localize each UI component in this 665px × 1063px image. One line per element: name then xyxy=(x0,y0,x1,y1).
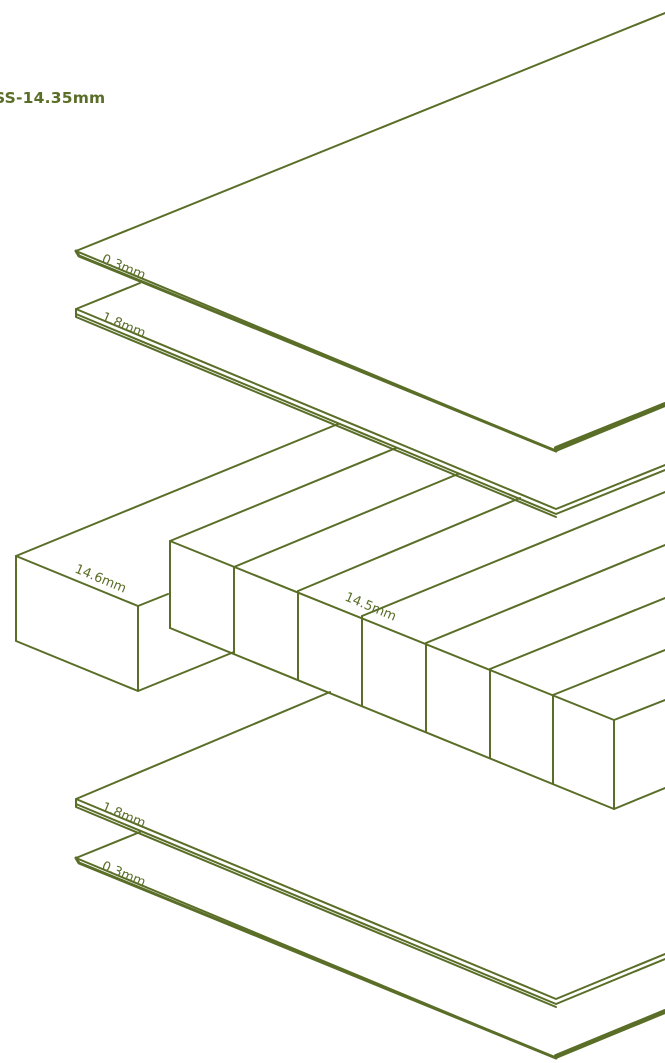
core-block-thickness-label: 14.5mm xyxy=(342,590,398,625)
core-strip-block xyxy=(15,423,339,692)
top-face-layer xyxy=(74,12,665,453)
core-block xyxy=(169,447,665,810)
top-backer-layer xyxy=(75,282,665,518)
bottom-backer-layer xyxy=(75,691,665,1008)
bottom-face-layer xyxy=(74,831,665,1060)
top-face-thickness-label: 0.3mm xyxy=(99,252,147,284)
thickness-title: SS-14.35mm xyxy=(0,89,106,107)
bottom-face-thickness-label: 0.3mm xyxy=(99,859,147,891)
